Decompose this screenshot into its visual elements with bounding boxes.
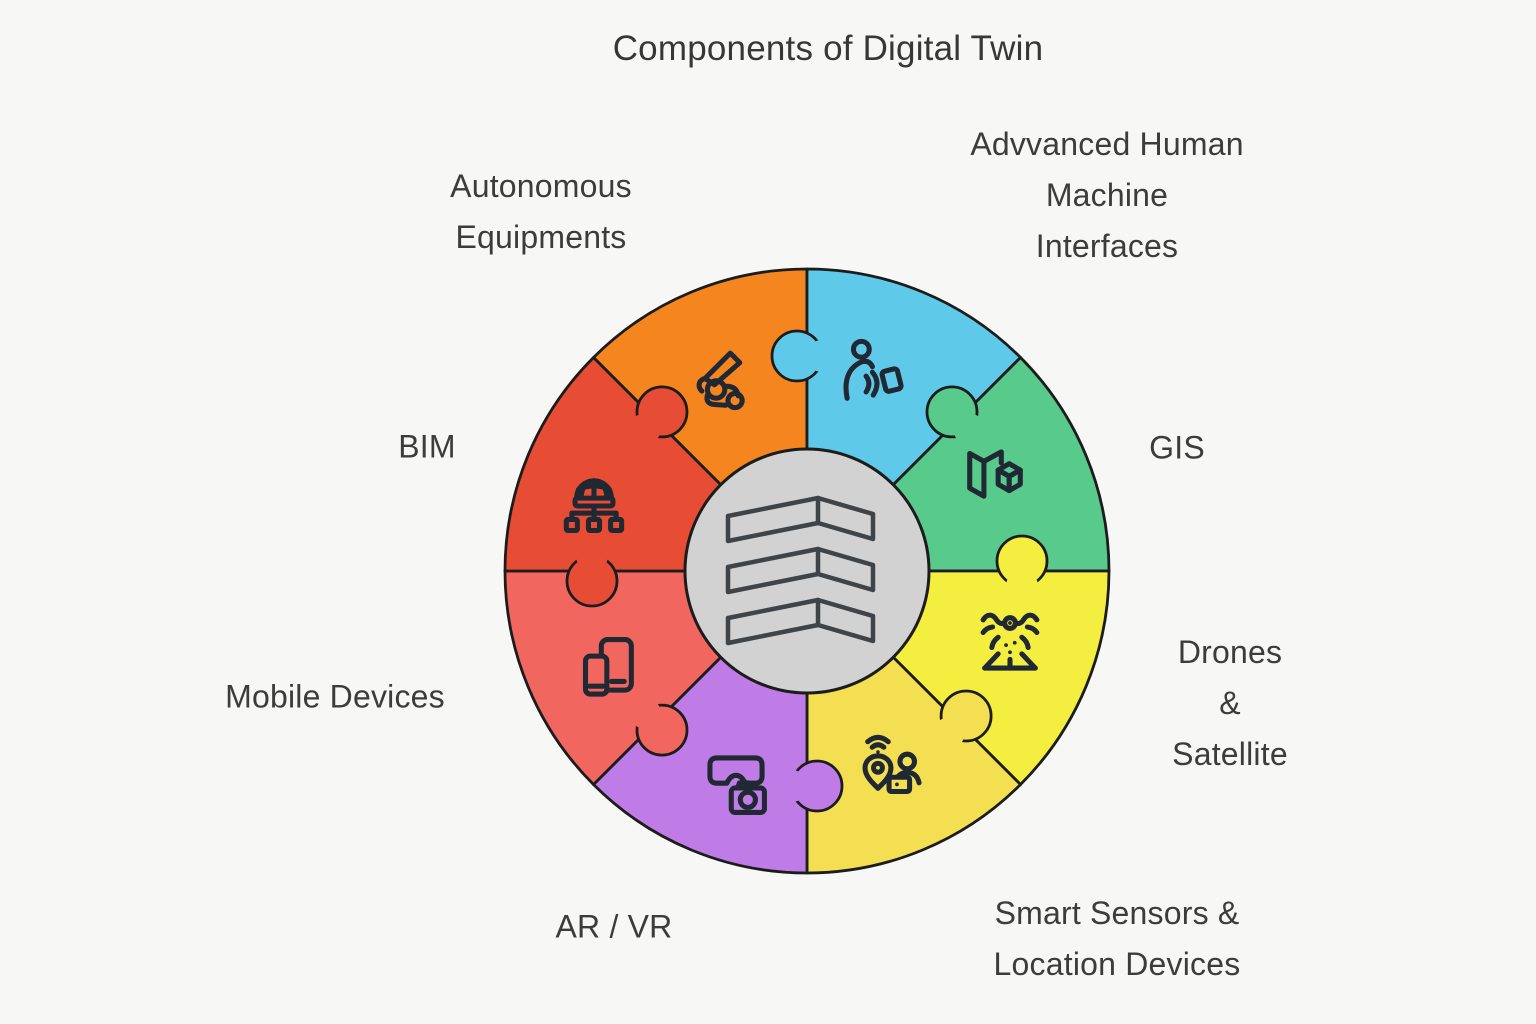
human-machine-icon (843, 338, 904, 401)
puzzle-tab-neck (1006, 570, 1038, 602)
bim-icon (563, 478, 625, 534)
segment-label-mobile-devices: Mobile Devices (225, 678, 445, 715)
segment-label-smart-sensors: Smart Sensors & Location Devices (993, 894, 1241, 982)
segment-label-bim: BIM (398, 428, 456, 465)
puzzle-tab-neck (628, 696, 661, 729)
excavator-icon (696, 350, 745, 411)
puzzle-tab-neck (806, 340, 838, 372)
puzzle-tab-neck (576, 540, 608, 572)
sensor-location-icon (862, 734, 922, 795)
vr-headset-icon (707, 755, 767, 815)
center-hub (683, 447, 931, 695)
segment-label-drones-satellite: Drones & Satellite (1172, 634, 1288, 773)
puzzle-tab-neck (953, 413, 986, 446)
segment-label-ar-vr: AR / VR (555, 908, 673, 945)
mobile-devices-icon (582, 637, 634, 697)
page-title: Components of Digital Twin (612, 29, 1044, 68)
drone-icon (980, 612, 1040, 671)
segment-label-advanced-hmi: Advvanced Human Machine Interfaces (970, 126, 1244, 265)
stacked-layers-icon (725, 495, 876, 646)
puzzle-tab-neck (776, 770, 808, 802)
puzzle-tab-neck (628, 413, 661, 446)
segment-label-gis: GIS (1149, 429, 1205, 466)
puzzle-tab-neck (932, 717, 965, 750)
map-cube-icon (967, 449, 1023, 499)
segment-label-autonomous-equipments: Autonomous Equipments (450, 167, 632, 255)
